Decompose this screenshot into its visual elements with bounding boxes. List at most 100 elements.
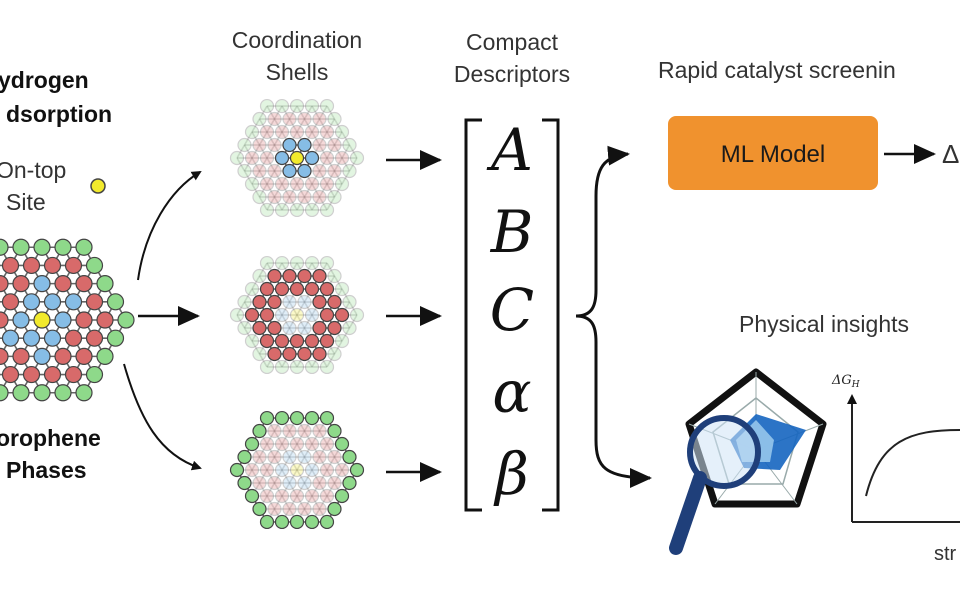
lattice-bond [333,118,343,133]
lattice-bond [303,118,313,133]
lattice-atom [22,329,41,347]
lattice-atom [1,256,20,275]
lattice-atom [274,176,290,192]
lattice-atom [1,329,20,347]
lattice-bond [333,157,343,172]
lattice-atom [304,359,320,375]
lattice-bond [288,196,298,211]
lattice-bond [326,353,336,368]
lattice-atom [312,163,327,179]
lattice-atom [297,501,312,517]
lattice-bond [243,170,253,185]
lattice-bond [281,495,291,510]
lattice-atom [267,501,282,517]
lattice-atom [244,124,260,140]
lattice-atom [319,333,335,349]
branch-arrow-top [137,170,202,281]
lattice-atom [267,268,282,284]
lattice-atom [252,268,267,284]
lattice-atom [274,488,290,504]
lattice-atom [274,255,290,271]
lattice-atom [237,320,252,336]
lattice-atom [22,293,41,311]
lattice-atom [54,384,72,402]
lattice-bond [326,262,336,277]
lattice-atom [43,329,62,347]
lattice-atom [342,294,357,310]
lattice-atom [282,475,297,491]
lattice-atom [259,436,275,452]
lattice-atom [312,449,327,465]
lattice-bond [258,353,268,368]
lattice-bond [318,430,328,445]
lattice-atom [64,365,83,384]
lattice-atom [252,346,267,362]
lattice-bond [251,469,261,484]
lattice-atom [237,475,252,491]
lattice-bond [318,456,328,471]
lattice-atom [282,320,297,336]
lattice-bond [326,443,336,458]
lattice-atom [75,275,93,293]
lattice-atom [106,329,125,347]
lattice-atom [297,268,312,284]
lattice-bond [266,469,276,484]
lattice-atom [297,163,312,179]
lattice-bond [303,456,313,471]
lattice-atom [237,294,252,310]
lattice-atom [274,462,290,478]
lattice-bond [281,443,291,458]
lattice-atom [334,436,350,452]
lattice-atom [75,384,93,402]
lattice-bond [311,183,321,198]
lattice-atom [282,294,297,310]
lattice-atom [297,346,312,362]
lattice-bond [296,301,306,316]
lattice-bond [251,275,261,290]
lattice-atom [0,384,9,402]
lattice-bond [236,144,246,159]
lattice-atom [319,176,335,192]
lattice-atom [289,255,305,271]
lattice-atom [304,98,320,114]
lattice-atom [274,436,290,452]
lattice-bond [273,131,283,146]
lattice-bond [333,170,343,185]
lattice-bond [341,288,351,303]
lattice-atom [244,488,260,504]
lattice-atom [259,514,275,530]
lattice-atom [267,189,282,205]
lattice-atom [64,329,83,347]
lattice-atom [0,347,9,365]
descriptor-symbol-c: C [490,276,534,344]
lattice-bond [318,196,328,211]
lattice-atom [289,436,305,452]
lattice-bond [258,118,268,133]
lattice-bond [288,314,298,329]
lattice-bond [236,314,246,329]
lattice-atom [1,293,20,311]
lattice-bond [296,105,306,120]
lattice-bond [236,157,246,172]
lattice-atom [252,501,267,517]
descriptors-title-line2: Descriptors [454,61,570,87]
lattice-atom [319,124,335,140]
lattice-atom [297,475,312,491]
lattice-atom [64,256,83,275]
lattice-bond [258,131,268,146]
lattice-atom [237,163,252,179]
lattice-atom [12,311,30,329]
lattice-bond [243,327,253,342]
lattice-atom [282,163,297,179]
lattice-atom [334,150,350,166]
lattice-atom [274,150,290,166]
lattice-bond [273,495,283,510]
lattice-bond [288,105,298,120]
lattice-bond [341,170,351,185]
lattice-atom [267,475,282,491]
lattice-bond [326,170,336,185]
lattice-atom [22,365,41,384]
lattice-atom [96,347,114,365]
lattice-bond [326,183,336,198]
ml-output-symbol: Δ [942,139,959,169]
